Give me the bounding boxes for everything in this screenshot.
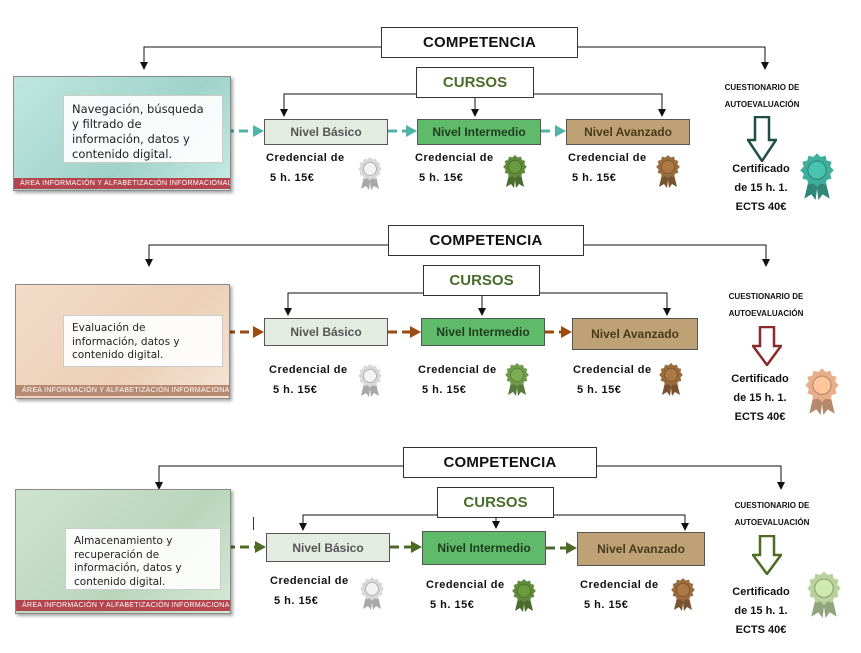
certificate-text-3: Certificado de 15 h. 1. ECTS 40€ — [725, 583, 797, 640]
credential-basic-2-line2: 5 h. 15€ — [273, 384, 318, 396]
quiz-label-1: CUESTIONARIO DE AUTOEVALUACIÓN — [712, 79, 812, 113]
text-cursor — [253, 517, 254, 530]
card-text-2: Evaluación de información, datos y conte… — [63, 315, 223, 367]
credential-basic-2-line1: Credencial de — [269, 364, 348, 376]
badge-basic-2-icon — [358, 364, 382, 397]
card-band-2: ÁREA INFORMACIÓN Y ALFABETIZACIÓN INFORM… — [16, 385, 229, 396]
badge-inter-1-icon — [503, 155, 527, 188]
credential-inter-2-line2: 5 h. 15€ — [422, 384, 467, 396]
card-band-3: ÁREA INFORMACIÓN Y ALFABETIZACIÓN INFORM… — [16, 600, 230, 611]
certificate-text-2: Certificado de 15 h. 1. ECTS 40€ — [724, 370, 796, 427]
quiz-label-1-line2: AUTOEVALUACIÓN — [724, 100, 800, 109]
badge-adv-2-icon — [659, 363, 683, 396]
credential-adv-1: Credencial de 5 h. 15€ — [568, 148, 647, 188]
badge-basic-1-icon — [358, 157, 382, 190]
credential-basic-3-line2: 5 h. 15€ — [274, 595, 319, 607]
nivel-basico-2[interactable]: Nivel Básico — [264, 318, 388, 346]
credential-basic-1-line1: Credencial de — [266, 152, 345, 164]
credential-adv-2-line2: 5 h. 15€ — [577, 384, 622, 396]
certificate-1-line2: de 15 h. 1. — [734, 182, 788, 194]
credential-basic-1: Credencial de 5 h. 15€ — [266, 148, 345, 188]
quiz-label-2-line1: CUESTIONARIO DE — [728, 292, 804, 301]
certificate-1-line3: ECTS 40€ — [735, 201, 787, 213]
credential-inter-1: Credencial de 5 h. 15€ — [415, 148, 494, 188]
certificate-1-line1: Certificado — [732, 163, 790, 175]
competency-card-2: Evaluación de información, datos y conte… — [15, 284, 230, 399]
nivel-intermedio-2[interactable]: Nivel Intermedio — [421, 318, 545, 346]
credential-adv-3-line1: Credencial de — [580, 579, 659, 591]
quiz-label-3-line2: AUTOEVALUACIÓN — [734, 518, 810, 527]
down-arrow-2-icon — [752, 326, 782, 366]
quiz-label-1-line1: CUESTIONARIO DE — [724, 83, 800, 92]
badge-adv-1-icon — [656, 155, 680, 188]
nivel-avanzado-2[interactable]: Nivel Avanzado — [572, 318, 698, 350]
quiz-label-3-line1: CUESTIONARIO DE — [734, 501, 810, 510]
certificate-text-1: Certificado de 15 h. 1. ECTS 40€ — [725, 160, 797, 217]
certificate-rosette-1-icon — [800, 153, 834, 200]
nivel-basico-3[interactable]: Nivel Básico — [266, 533, 390, 562]
nivel-avanzado-3[interactable]: Nivel Avanzado — [577, 532, 705, 566]
quiz-label-2: CUESTIONARIO DE AUTOEVALUACIÓN — [716, 288, 816, 322]
quiz-label-3: CUESTIONARIO DE AUTOEVALUACIÓN — [722, 497, 822, 531]
competencia-box-1: COMPETENCIA — [381, 27, 578, 58]
certificate-2-line3: ECTS 40€ — [734, 411, 786, 423]
credential-basic-3-line1: Credencial de — [270, 575, 349, 587]
credential-inter-3-line1: Credencial de — [426, 579, 505, 591]
nivel-avanzado-1[interactable]: Nivel Avanzado — [566, 119, 690, 145]
cursos-box-1: CURSOS — [416, 67, 534, 98]
badge-adv-3-icon — [671, 578, 695, 611]
badge-inter-3-icon — [512, 579, 536, 612]
certificate-rosette-3-icon — [807, 571, 841, 618]
competencia-box-3: COMPETENCIA — [403, 447, 597, 478]
credential-adv-3-line2: 5 h. 15€ — [584, 599, 629, 611]
down-arrow-3-icon — [752, 535, 782, 575]
cursos-box-3: CURSOS — [437, 487, 554, 518]
certificate-3-line2: de 15 h. 1. — [734, 605, 788, 617]
down-arrow-1-icon — [747, 116, 777, 162]
credential-basic-1-line2: 5 h. 15€ — [270, 172, 315, 184]
competency-card-3: Almacenamiento y recuperación de informa… — [15, 489, 231, 614]
credential-adv-2-line1: Credencial de — [573, 364, 652, 376]
competencia-box-2: COMPETENCIA — [388, 225, 584, 256]
badge-basic-3-icon — [360, 577, 384, 610]
nivel-intermedio-1[interactable]: Nivel Intermedio — [417, 119, 541, 145]
credential-adv-2: Credencial de 5 h. 15€ — [573, 360, 652, 400]
credential-inter-1-line2: 5 h. 15€ — [419, 172, 464, 184]
credential-inter-2-line1: Credencial de — [418, 364, 497, 376]
badge-inter-2-icon — [505, 363, 529, 396]
credential-adv-1-line1: Credencial de — [568, 152, 647, 164]
credential-inter-3-line2: 5 h. 15€ — [430, 599, 475, 611]
credential-inter-3: Credencial de 5 h. 15€ — [426, 575, 505, 615]
card-band-1: ÁREA INFORMACIÓN Y ALFABETIZACIÓN INFORM… — [14, 178, 230, 189]
card-text-3: Almacenamiento y recuperación de informa… — [65, 528, 221, 590]
certificate-2-line1: Certificado — [731, 373, 789, 385]
credential-basic-2: Credencial de 5 h. 15€ — [269, 360, 348, 400]
credential-basic-3: Credencial de 5 h. 15€ — [270, 571, 349, 611]
certificate-rosette-2-icon — [805, 368, 839, 415]
certificate-2-line2: de 15 h. 1. — [733, 392, 787, 404]
nivel-basico-1[interactable]: Nivel Básico — [264, 119, 388, 145]
certificate-3-line3: ECTS 40€ — [735, 624, 787, 636]
card-text-1: Navegación, búsqueda y filtrado de infor… — [63, 95, 223, 163]
credential-adv-1-line2: 5 h. 15€ — [572, 172, 617, 184]
nivel-intermedio-3[interactable]: Nivel Intermedio — [422, 531, 546, 565]
credential-inter-2: Credencial de 5 h. 15€ — [418, 360, 497, 400]
quiz-label-2-line2: AUTOEVALUACIÓN — [728, 309, 804, 318]
competency-card-1: Navegación, búsqueda y filtrado de infor… — [13, 76, 231, 191]
cursos-box-2: CURSOS — [423, 265, 540, 296]
certificate-3-line1: Certificado — [732, 586, 790, 598]
credential-adv-3: Credencial de 5 h. 15€ — [580, 575, 659, 615]
credential-inter-1-line1: Credencial de — [415, 152, 494, 164]
